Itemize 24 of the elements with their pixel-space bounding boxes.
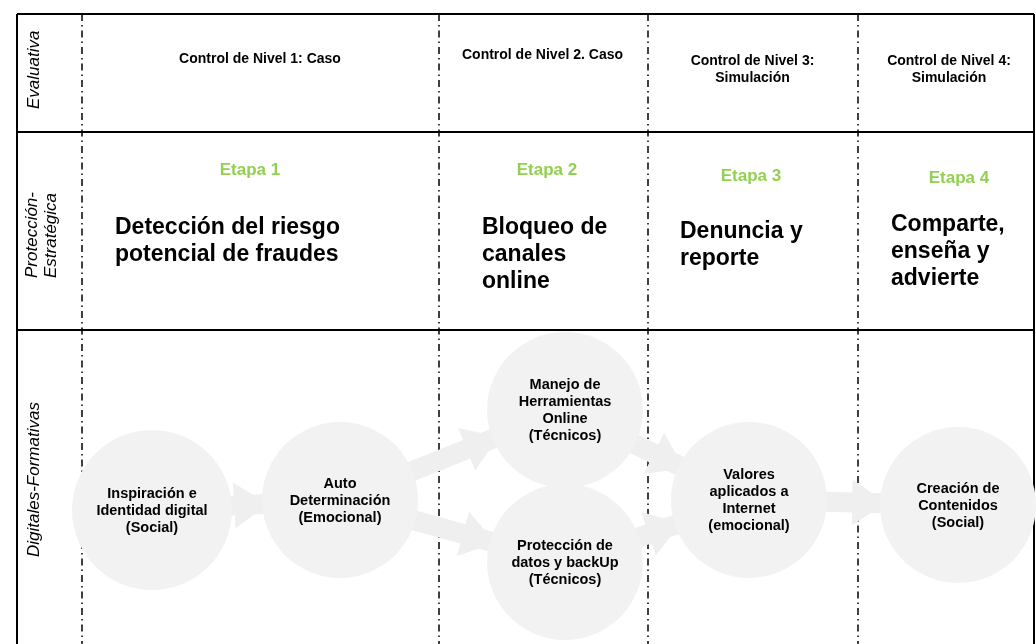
arrow [628,432,686,476]
column-header: Control de Nivel 3: Simulación [689,52,816,86]
row-header: Protección- Estratégica [22,191,60,280]
stage-label: Etapa 3 [719,166,783,186]
stage-title: Comparte, enseña y advierte [891,210,1006,291]
stage-title: Detección del riesgo potencial de fraudes [115,213,341,267]
column-header: Control de Nivel 4: Simulación [886,52,1012,86]
circle-node: Protección de datos y backUp (Técnicos) [487,484,643,640]
circle-node: Manejo de Herramientas Online (Técnicos) [487,332,643,488]
arrow [633,512,681,556]
stage-label: Etapa 1 [218,160,282,180]
circle-node: Creación de Contenidos (Social) [880,427,1036,583]
row-header: Digitales-Formativas [24,401,43,560]
circle-node: Inspiración e Identidad digital (Social) [72,430,232,590]
stage-title: Bloqueo de canales online [482,213,609,294]
column-header: Control de Nivel 1: Caso [178,50,342,67]
arrow [406,428,499,482]
stage-label: Etapa 2 [515,160,579,180]
circle-node: Valores aplicados a Internet (emocional) [671,422,827,578]
column-header: Control de Nivel 2. Caso [460,46,624,63]
circle-node: Auto Determinación (Emocional) [262,422,418,578]
stage-label: Etapa 4 [927,168,991,188]
row-header: Evaluativa [24,29,43,111]
stage-title: Denuncia y reporte [680,217,804,271]
